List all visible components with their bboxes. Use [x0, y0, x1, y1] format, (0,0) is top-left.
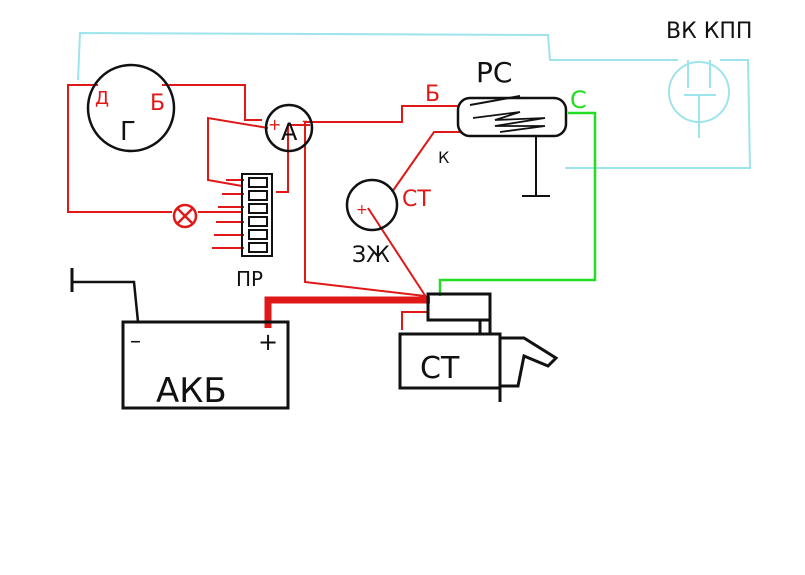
gear-switch-label: ВК КПП	[666, 19, 752, 44]
starter-label: СТ	[420, 351, 460, 386]
cyan-wires	[77, 31, 752, 169]
starter-solenoid	[426, 292, 492, 322]
wire-gen-d-lamp	[67, 84, 172, 213]
wire-starter-red	[401, 311, 428, 330]
generator-label: Г	[120, 117, 136, 147]
starter-body	[398, 332, 502, 390]
cyan-wire-right	[565, 59, 752, 169]
gear-switch	[668, 60, 730, 138]
wire-battery-starter	[264, 296, 430, 328]
battery-plus-label: +	[258, 328, 278, 356]
ammeter-minus-label: -	[302, 111, 308, 130]
wire-amm-fuse	[207, 116, 269, 187]
relay-s-label: С	[570, 86, 587, 114]
ammeter-label: A	[281, 118, 298, 146]
fuse-block-body	[241, 173, 273, 257]
ammeter-plus-label: +	[268, 115, 281, 134]
ignition-switch: + СТ ЗЖ	[345, 178, 431, 268]
battery-minus-label: –	[130, 329, 141, 354]
warning-lamp-icon	[172, 203, 198, 229]
ignition-switch-body	[345, 178, 399, 232]
starter-motor	[398, 292, 559, 402]
relay-k-label: К	[438, 148, 450, 167]
generator-b-label: Б	[150, 91, 165, 116]
battery-label: АКБ	[156, 371, 227, 411]
generator-d-label: Д	[95, 88, 109, 109]
red-wires	[67, 84, 460, 330]
cyan-wire-top	[77, 31, 678, 81]
wire-amm-fuse-b	[276, 124, 310, 193]
ignition-st-label: СТ	[402, 187, 431, 212]
starter-nose	[500, 336, 559, 388]
wire-k-ign	[391, 131, 460, 193]
starter-relay: РС Б С К	[425, 56, 587, 197]
ignition-switch-label: ЗЖ	[352, 243, 390, 268]
battery-body	[121, 320, 290, 410]
relay-b-label: Б	[425, 82, 440, 107]
wire-amm-relay	[314, 105, 458, 123]
battery-ground-wire	[72, 280, 140, 323]
generator-body	[86, 63, 176, 153]
wire-b-starter	[304, 121, 426, 297]
ignition-plus-label: +	[356, 202, 368, 218]
wire-gen-b-amm	[162, 84, 262, 121]
relay-label: РС	[476, 56, 512, 89]
ammeter-body	[264, 103, 314, 153]
generator: Г Д Б	[86, 63, 176, 153]
fuse-block-label: ПР	[236, 267, 263, 291]
ammeter: A + -	[264, 103, 314, 153]
green-wire	[438, 111, 597, 296]
fuse-block	[241, 173, 273, 257]
wire-ign-starter	[367, 207, 429, 301]
battery: – + АКБ	[70, 268, 290, 411]
